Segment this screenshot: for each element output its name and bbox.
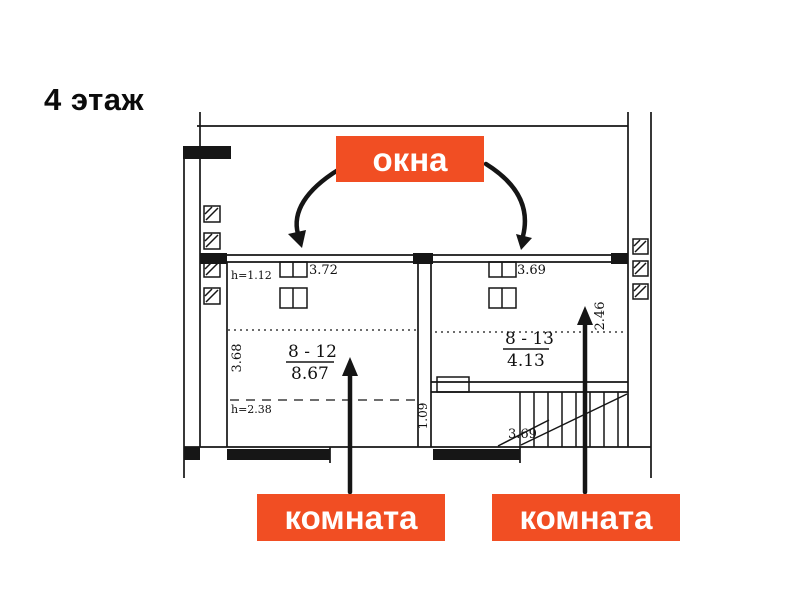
- windows-arrow-left: [288, 167, 341, 248]
- left-room-depth-dim: 3.68: [230, 344, 245, 373]
- right-room-window-width-dim: 3.69: [517, 263, 546, 278]
- left-room-area: 8.67: [291, 364, 329, 384]
- left-room-height-note-bottom: h=2.38: [231, 403, 272, 416]
- right-room-depth-dim: 2.46: [593, 302, 608, 331]
- left-room-window-width-dim: 3.72: [309, 263, 338, 278]
- stairs-width-dim: 3.69: [508, 427, 537, 442]
- corridor-width-dim: 1.09: [416, 403, 430, 430]
- windows-callout-label: окна: [336, 136, 484, 182]
- left-room-height-note-top: h=1.12: [231, 269, 272, 282]
- fraction-bars: [286, 348, 549, 363]
- wall-fills: [183, 146, 628, 460]
- right-room-area: 4.13: [507, 351, 545, 371]
- right-room-number: 8 - 13: [505, 329, 554, 349]
- window-symbols: [279, 261, 517, 393]
- windows-arrow-right: [483, 161, 532, 250]
- room-left-arrow: [342, 357, 358, 495]
- guide-lines: [228, 329, 624, 401]
- room-right-arrow: [577, 306, 593, 495]
- left-room-number: 8 - 12: [288, 342, 337, 362]
- staircase: [497, 392, 628, 447]
- room-right-callout-label: комната: [492, 494, 680, 541]
- room-left-callout-label: комната: [257, 494, 445, 541]
- page-title: 4 этаж: [44, 82, 144, 117]
- facade-vent-squares: [203, 205, 649, 305]
